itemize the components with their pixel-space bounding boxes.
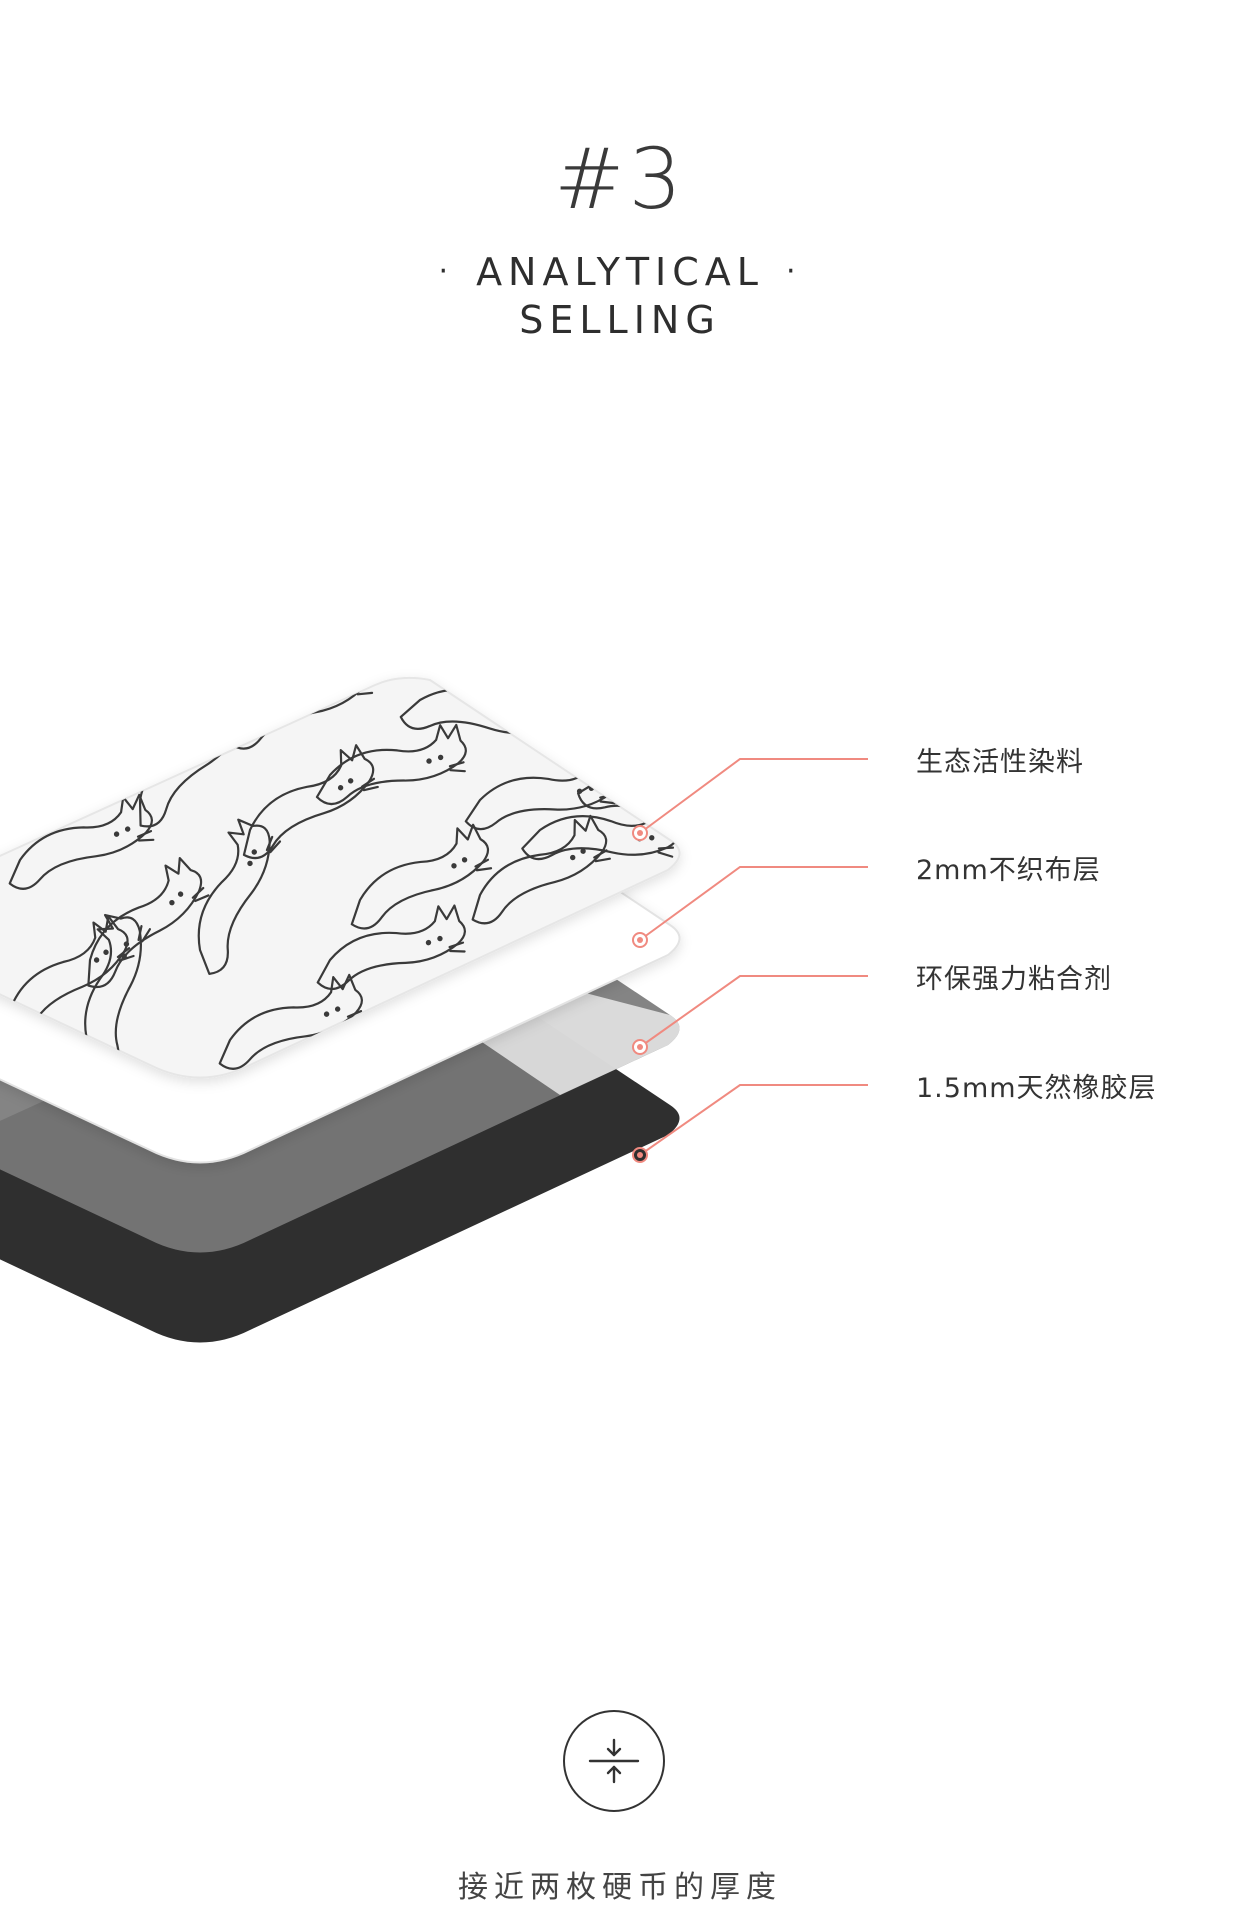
layer-label-adhesive: 环保强力粘合剂	[916, 964, 1112, 995]
callout-markers	[632, 825, 648, 1163]
section-title-line2: SELLING	[519, 298, 721, 342]
callout-marker-dot	[637, 1044, 643, 1050]
title-dot-right: ·	[785, 254, 802, 289]
callout-lines	[639, 758, 868, 1156]
section-number: #3	[554, 130, 686, 228]
layer-label-rubber: 1.5mm天然橡胶层	[916, 1073, 1157, 1104]
compress-arrows-glyph	[588, 1738, 640, 1784]
callout-line-fabric	[639, 866, 868, 941]
callout-line-adhesive	[639, 975, 868, 1048]
layers-diagram	[0, 676, 868, 1343]
title-dot-left: ·	[438, 254, 455, 289]
section-title: · ANALYTICAL · SELLING	[0, 248, 1240, 344]
layer-label-fabric: 2mm不织布层	[916, 855, 1101, 886]
callout-marker-dot	[637, 1152, 643, 1158]
callout-marker-dot	[637, 937, 643, 943]
print-layer	[0, 676, 681, 1079]
compress-arrows-icon	[563, 1710, 665, 1812]
callout-line-rubber	[639, 1084, 868, 1156]
section-title-line1: · ANALYTICAL ·	[0, 248, 1240, 296]
layer-label-dye: 生态活性染料	[916, 747, 1084, 778]
title-word-analytical: ANALYTICAL	[476, 250, 764, 294]
callout-marker-dot	[637, 830, 643, 836]
callout-line-dye	[639, 758, 868, 834]
thickness-caption: 接近两枚硬币的厚度	[458, 1870, 782, 1905]
